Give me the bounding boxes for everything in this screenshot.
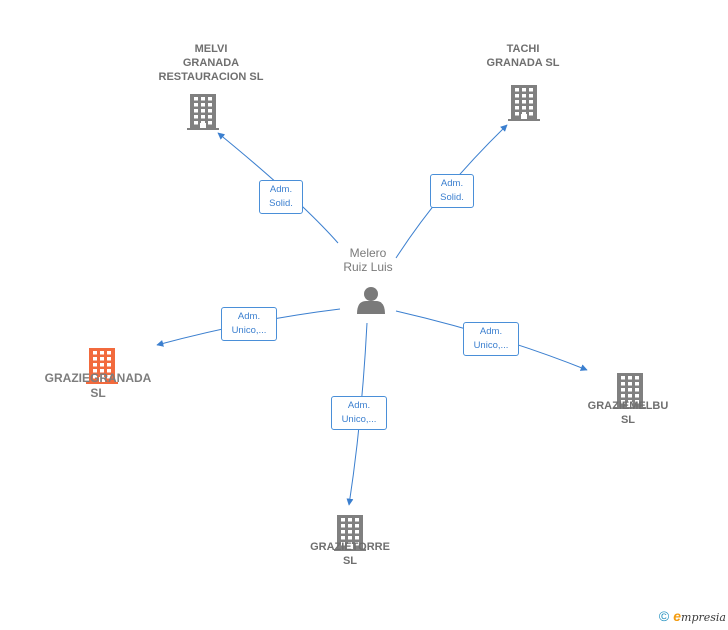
- building-icon[interactable]: [508, 85, 540, 121]
- role-badge-graziemelbu: Adm. Unico,...: [463, 322, 519, 356]
- company-label-melvi[interactable]: MELVI GRANADA RESTAURACION SL: [158, 43, 264, 83]
- brand-name: mpresia: [681, 611, 726, 624]
- empresia-logo[interactable]: ©empresia: [659, 608, 726, 624]
- role-badge-tachi: Adm. Solid.: [430, 174, 474, 208]
- role-badge-melvi: Adm. Solid.: [259, 180, 303, 214]
- company-label-graziegranada[interactable]: GRAZIEGRANADA SL: [44, 371, 152, 400]
- building-icon[interactable]: [614, 373, 646, 409]
- person-icon[interactable]: [357, 287, 385, 314]
- copyright-symbol: ©: [658, 608, 670, 624]
- role-badge-grazietorre: Adm. Unico,...: [331, 396, 387, 430]
- brand-e: e: [673, 608, 682, 624]
- company-label-graziemelbu[interactable]: GRAZIEMELBU SL: [587, 400, 669, 426]
- company-label-grazietorre[interactable]: GRAZIETORRE SL: [310, 541, 390, 567]
- role-badge-graziegranada: Adm. Unico,...: [221, 307, 277, 341]
- building-icon[interactable]: [334, 515, 366, 551]
- building-icon[interactable]: [86, 348, 118, 384]
- company-label-tachi[interactable]: TACHI GRANADA SL: [486, 43, 560, 69]
- center-person-name[interactable]: Melero Ruiz Luis: [343, 246, 393, 274]
- building-icon[interactable]: [187, 94, 219, 130]
